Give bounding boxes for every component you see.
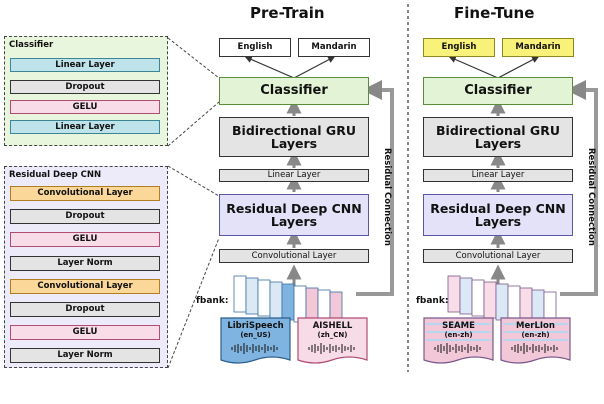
cnn-panel-dropout-top: Dropout: [10, 209, 160, 224]
cnn-panel-conv-bottom: Convolutional Layer: [10, 279, 160, 294]
zoom-line: [167, 237, 220, 369]
finetune-cnn-layers: Residual Deep CNN Layers: [423, 194, 573, 236]
pretrain-cnn-layers: Residual Deep CNN Layers: [219, 194, 369, 236]
librispeech-lang: (en_US): [240, 331, 271, 339]
finetune-fbank-label: fbank:: [416, 296, 449, 306]
pretrain-gru-layers: Bidirectional GRU Layers: [219, 117, 369, 157]
classifier-panel-dropout: Dropout: [10, 80, 160, 94]
pretrain-residual-label: Residual Connection: [382, 148, 392, 246]
seame-lang: (en-zh): [444, 331, 473, 339]
zoom-line: [167, 101, 220, 147]
aishell-lang: (zh_CN): [317, 331, 348, 339]
finetune-linear-layer: Linear Layer: [423, 169, 573, 182]
finetune-conv-layer: Convolutional Layer: [423, 249, 573, 263]
zoom-line: [167, 165, 220, 197]
finetune-residual-label: Residual Connection: [586, 148, 596, 246]
pretrain-output-mandarin: Mandarin: [298, 38, 370, 57]
classifier-panel-gelu: GELU: [10, 100, 160, 114]
cnn-panel-title: Residual Deep CNN: [9, 170, 102, 180]
finetune-gru-layers: Bidirectional GRU Layers: [423, 117, 573, 157]
cnn-panel-gelu-top: GELU: [10, 232, 160, 247]
merlion-name: MerLIon: [516, 321, 555, 331]
merlion-lang: (en-zh): [521, 331, 550, 339]
pretrain-output-english: English: [219, 38, 291, 57]
classifier-panel-title: Classifier: [9, 40, 54, 50]
pretrain-residual-arrow: [356, 80, 394, 296]
cnn-panel-layernorm-bottom: Layer Norm: [10, 348, 160, 363]
classifier-panel-linear-bottom: Linear Layer: [10, 120, 160, 134]
zoom-line: [167, 37, 220, 79]
finetune-classifier: Classifier: [423, 77, 573, 105]
finetune-residual-arrow: [560, 80, 598, 296]
cnn-panel-gelu-bottom: GELU: [10, 325, 160, 340]
pretrain-fbank-frames: [233, 275, 343, 329]
pretrain-linear-layer: Linear Layer: [219, 169, 369, 182]
finetune-output-mandarin: Mandarin: [502, 38, 574, 57]
pretrain-title: Pre-Train: [250, 4, 325, 22]
aishell-name: AISHELL: [312, 321, 353, 331]
finetune-title: Fine-Tune: [454, 4, 535, 22]
finetune-fbank-frames: [447, 275, 557, 329]
classifier-panel-linear-top: Linear Layer: [10, 58, 160, 72]
waveform-icons: [231, 343, 558, 354]
cnn-panel-conv-top: Convolutional Layer: [10, 186, 160, 201]
seame-name: SEAME: [442, 321, 475, 331]
cnn-panel-dropout-bottom: Dropout: [10, 302, 160, 317]
finetune-output-english: English: [423, 38, 495, 57]
pretrain-classifier: Classifier: [219, 77, 369, 105]
pretrain-conv-layer: Convolutional Layer: [219, 249, 369, 263]
pretrain-fbank-label: fbank:: [196, 296, 229, 306]
cnn-panel-layernorm-top: Layer Norm: [10, 256, 160, 271]
librispeech-name: LibriSpeech: [227, 321, 284, 331]
